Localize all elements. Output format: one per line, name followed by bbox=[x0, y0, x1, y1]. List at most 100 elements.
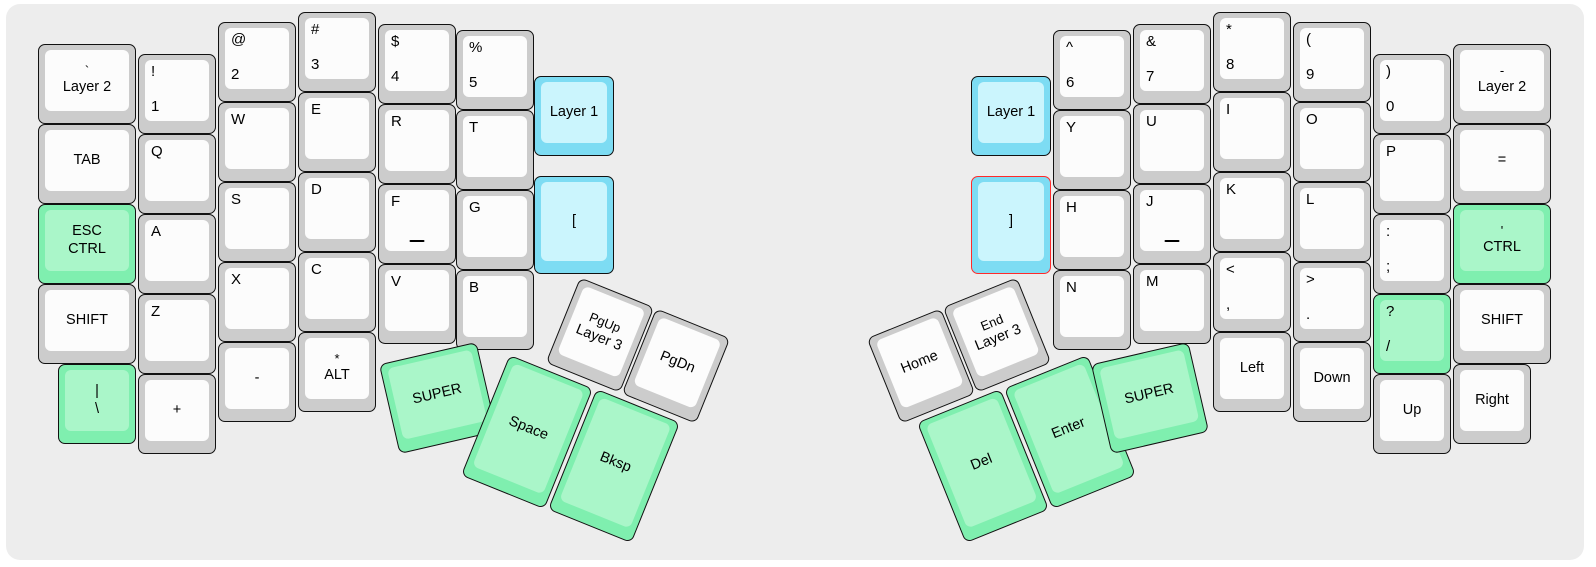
key-legend-main: Del bbox=[968, 450, 995, 474]
key-r-c4-r2[interactable]: L bbox=[1293, 182, 1371, 262]
key-r-c4-r0[interactable]: (9 bbox=[1293, 22, 1371, 102]
keycap-l-c6-r1: [ bbox=[541, 182, 607, 261]
keycap-r-c6-r2: 'CTRL bbox=[1460, 210, 1544, 271]
key-l-c2-r3[interactable]: X bbox=[218, 262, 296, 342]
key-r-c1-r2[interactable]: H bbox=[1053, 190, 1131, 270]
key-legend-top: < bbox=[1226, 261, 1235, 278]
key-l-c0-r4[interactable]: |\ bbox=[58, 364, 136, 444]
key-legend-top: F bbox=[391, 193, 401, 210]
key-l-c6-r0[interactable]: Layer 1 bbox=[534, 76, 614, 156]
key-l-c2-r0[interactable]: @2 bbox=[218, 22, 296, 102]
key-r-c3-r4[interactable]: Left bbox=[1213, 332, 1291, 412]
key-l-c5-r3[interactable]: B bbox=[456, 270, 534, 350]
key-r-c2-r3[interactable]: M bbox=[1133, 264, 1211, 344]
key-l-c2-r2[interactable]: S bbox=[218, 182, 296, 262]
key-r-c3-r0[interactable]: *8 bbox=[1213, 12, 1291, 92]
key-l-c0-r0[interactable]: `Layer 2 bbox=[38, 44, 136, 124]
key-l-c3-r1[interactable]: E bbox=[298, 92, 376, 172]
key-legend-main: CTRL bbox=[68, 241, 106, 257]
key-l-c1-r1[interactable]: Q bbox=[138, 134, 216, 214]
key-legend-top: * bbox=[334, 351, 340, 367]
key-r-c6-r2[interactable]: 'CTRL bbox=[1453, 204, 1551, 284]
key-r-c4-r3[interactable]: >. bbox=[1293, 262, 1371, 342]
key-l-c1-r3[interactable]: Z bbox=[138, 294, 216, 374]
key-legend-top: # bbox=[311, 21, 320, 38]
key-l-c1-r2[interactable]: A bbox=[138, 214, 216, 294]
key-legend-main: Layer 1 bbox=[549, 103, 599, 120]
key-legend-top: W bbox=[231, 111, 246, 128]
key-r-c1-r1[interactable]: Y bbox=[1053, 110, 1131, 190]
key-l-c4-r1[interactable]: R bbox=[378, 104, 456, 184]
key-legend-main: . bbox=[1306, 306, 1311, 324]
keycap-l-c1-r2: A bbox=[145, 220, 209, 281]
key-r-c1-r0[interactable]: ^6 bbox=[1053, 30, 1131, 110]
key-l-c4-r0[interactable]: $4 bbox=[378, 24, 456, 104]
key-l-c5-r0[interactable]: %5 bbox=[456, 30, 534, 110]
key-l-c3-r0[interactable]: #3 bbox=[298, 12, 376, 92]
key-r-c4-r1[interactable]: O bbox=[1293, 102, 1371, 182]
key-r-c4-r4[interactable]: Down bbox=[1293, 342, 1371, 422]
key-l-c0-r3[interactable]: SHIFT bbox=[38, 284, 136, 364]
keycap-l-c5-r2: G bbox=[463, 196, 527, 257]
key-legend-main: 0 bbox=[1386, 98, 1395, 116]
keycap-l-c4-r2: F bbox=[385, 190, 449, 251]
key-legend-main: ] bbox=[1008, 212, 1014, 229]
key-r-t-super[interactable]: SUPER bbox=[1090, 341, 1210, 455]
key-r-c3-r2[interactable]: K bbox=[1213, 172, 1291, 252]
key-r-c5-r2[interactable]: :; bbox=[1373, 214, 1451, 294]
homing-bump-icon bbox=[1164, 239, 1180, 242]
key-l-c4-r3[interactable]: V bbox=[378, 264, 456, 344]
key-legend-main: Right bbox=[1475, 391, 1509, 408]
key-l-c2-r1[interactable]: W bbox=[218, 102, 296, 182]
key-legend-top: L bbox=[1306, 191, 1315, 208]
key-l-c3-r3[interactable]: C bbox=[298, 252, 376, 332]
key-legend-main: - bbox=[254, 369, 260, 386]
key-r-c6-r1[interactable]: = bbox=[1453, 124, 1551, 204]
key-legend-top: $ bbox=[391, 33, 400, 50]
key-r-c5-r4[interactable]: Up bbox=[1373, 374, 1451, 454]
key-legend-main: SUPER bbox=[410, 380, 464, 408]
key-r-c5-r0[interactable]: )0 bbox=[1373, 54, 1451, 134]
key-legend-top: ) bbox=[1386, 63, 1391, 80]
keycap-r-c2-r1: U bbox=[1140, 110, 1204, 171]
key-r-c5-r1[interactable]: P bbox=[1373, 134, 1451, 214]
key-legend-top: Z bbox=[151, 303, 161, 320]
key-r-c1-r3[interactable]: N bbox=[1053, 270, 1131, 350]
keycap-r-c6-r4: Right bbox=[1460, 370, 1524, 431]
key-l-c5-r1[interactable]: T bbox=[456, 110, 534, 190]
key-r-c0-r0[interactable]: Layer 1 bbox=[971, 76, 1051, 156]
key-legend-top: Y bbox=[1066, 119, 1077, 136]
key-r-c6-r0[interactable]: -Layer 2 bbox=[1453, 44, 1551, 124]
keycap-l-c1-r4: + bbox=[145, 380, 209, 441]
key-r-c0-r1[interactable]: ] bbox=[971, 176, 1051, 274]
keycap-l-c6-r0: Layer 1 bbox=[541, 82, 607, 143]
keycap-r-c4-r1: O bbox=[1300, 108, 1364, 169]
key-legend-main: + bbox=[172, 401, 182, 418]
key-r-c3-r3[interactable]: <, bbox=[1213, 252, 1291, 332]
key-legend-main: 2 bbox=[231, 66, 240, 84]
key-l-c4-r2[interactable]: F bbox=[378, 184, 456, 264]
keycap-r-c5-r2: :; bbox=[1380, 220, 1444, 281]
key-r-c5-r3[interactable]: ?/ bbox=[1373, 294, 1451, 374]
key-legend-main: ; bbox=[1386, 258, 1391, 276]
key-l-c1-r0[interactable]: !1 bbox=[138, 54, 216, 134]
key-l-c0-r1[interactable]: TAB bbox=[38, 124, 136, 204]
key-l-c3-r2[interactable]: D bbox=[298, 172, 376, 252]
key-r-c6-r3[interactable]: SHIFT bbox=[1453, 284, 1551, 364]
key-l-c5-r2[interactable]: G bbox=[456, 190, 534, 270]
key-l-c3-r4[interactable]: *ALT bbox=[298, 332, 376, 412]
keycap-r-c6-r0: -Layer 2 bbox=[1460, 50, 1544, 111]
key-r-c3-r1[interactable]: I bbox=[1213, 92, 1291, 172]
key-legend-top: V bbox=[391, 273, 402, 290]
key-legend-main: = bbox=[1497, 151, 1507, 168]
key-l-c1-r4[interactable]: + bbox=[138, 374, 216, 454]
key-l-c2-r4[interactable]: - bbox=[218, 342, 296, 422]
key-r-c2-r0[interactable]: &7 bbox=[1133, 24, 1211, 104]
key-legend-top: B bbox=[469, 279, 480, 296]
key-r-c2-r1[interactable]: U bbox=[1133, 104, 1211, 184]
key-legend-main: Layer 1 bbox=[986, 103, 1036, 120]
key-l-c6-r1[interactable]: [ bbox=[534, 176, 614, 274]
key-r-c6-r4[interactable]: Right bbox=[1453, 364, 1531, 444]
key-r-c2-r2[interactable]: J bbox=[1133, 184, 1211, 264]
